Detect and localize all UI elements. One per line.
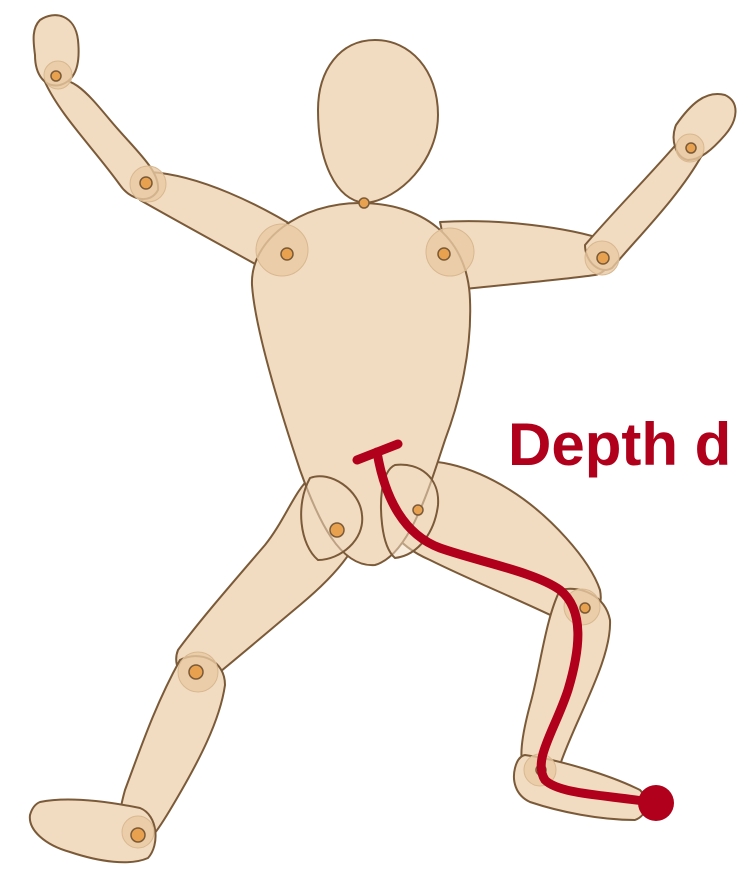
right-wrist-pin	[686, 143, 696, 153]
left-shoulder-pin	[281, 248, 293, 260]
right-elbow-pin	[597, 252, 609, 264]
right-knee-pin	[580, 603, 590, 613]
left-knee-pin	[189, 665, 203, 679]
depth-path-end-dot	[638, 785, 674, 821]
neck-pin	[359, 198, 369, 208]
head	[318, 40, 438, 203]
left-ankle-pin	[131, 828, 145, 842]
left-elbow-pin	[140, 177, 152, 189]
depth-label: Depth d	[508, 411, 731, 478]
right-hip-pin	[413, 505, 423, 515]
left-wrist-pin	[51, 71, 61, 81]
left-hip-pin	[330, 523, 344, 537]
right-shoulder-pin	[438, 248, 450, 260]
